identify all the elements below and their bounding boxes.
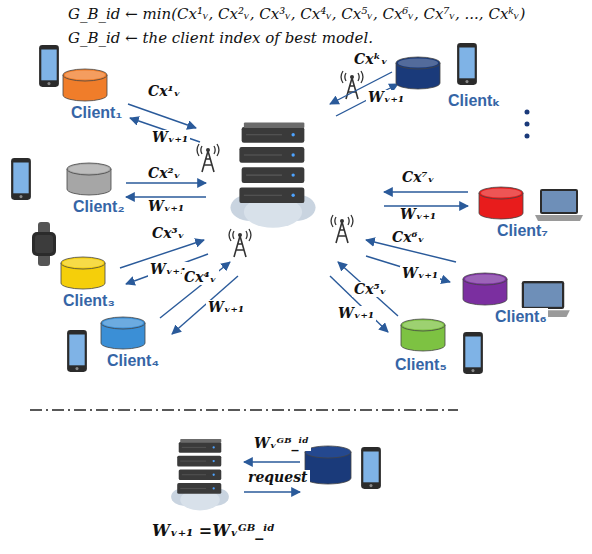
arrow-label: Wᵥ₊₁ <box>336 306 376 321</box>
arrow <box>330 276 388 332</box>
arrow-label: Cx⁷ᵥ <box>400 170 437 185</box>
arrow-label: Cx³ᵥ <box>150 226 187 241</box>
arrow-label: Cx⁵ᵥ <box>352 282 389 297</box>
cylinder-shape <box>60 256 108 290</box>
antenna <box>341 71 363 99</box>
arrow-label: Wᵥ₊₁ <box>150 130 190 145</box>
client-label: Client₅ <box>394 356 448 374</box>
arrow <box>126 196 206 197</box>
database-cylinder: Client₄ <box>100 316 146 350</box>
arrow-label: Wᵥ₊₁ =Wᵥᴳᴮ_ⁱᵈ <box>150 522 277 540</box>
database-cylinder: Client₅ <box>400 318 446 352</box>
phone-icon <box>457 43 477 85</box>
phone-icon <box>463 332 483 374</box>
antenna <box>229 229 251 257</box>
arrow-label: Wᵥᴳᴮ_ⁱᵈ <box>252 436 311 451</box>
separator-line <box>30 409 458 411</box>
cylinder-shape <box>478 186 526 220</box>
arrow-label: Cx⁴ᵥ <box>182 270 219 285</box>
arrow-label: Cx²ᵥ <box>146 166 183 181</box>
client-label: Clientₖ <box>447 92 501 110</box>
formula-text: G_B_id ← min(Cx¹ᵥ, Cx²ᵥ, Cx³ᵥ, Cx⁴ᵥ, Cx⁵… <box>66 6 527 23</box>
laptop-icon <box>535 189 583 221</box>
arrow <box>126 182 206 183</box>
phone-icon <box>67 330 87 372</box>
formula-text: G_B_id ← the client index of best model. <box>66 30 375 47</box>
ellipsis-dots <box>525 110 530 139</box>
database-cylinder: Clientₖ <box>395 56 441 90</box>
antenna <box>197 144 219 172</box>
arrow <box>244 491 300 492</box>
client-label: Client₂ <box>72 198 126 216</box>
server <box>171 439 229 510</box>
client-label: Client₇ <box>496 222 549 240</box>
cylinder-shape <box>462 272 510 306</box>
cylinder-shape <box>395 56 443 90</box>
database-cylinder: Client₆ <box>462 272 508 306</box>
phone-icon <box>39 45 59 87</box>
arrow-label: Cx¹ᵥ <box>146 84 183 99</box>
watch-icon <box>32 222 56 266</box>
arrow <box>128 104 196 128</box>
database-cylinder: Client₇ <box>478 186 524 220</box>
client-label: Client₆ <box>494 308 548 326</box>
arrow <box>366 256 450 282</box>
arrow <box>244 461 300 462</box>
client-label: Client₄ <box>106 352 160 370</box>
phone-icon <box>11 158 31 200</box>
database-cylinder: Client₁ <box>62 68 108 102</box>
arrow <box>384 191 468 192</box>
antenna <box>331 215 353 243</box>
arrow-label: Wᵥ₊₁ <box>146 199 186 214</box>
arrow-label: Cx⁶ᵥ <box>390 230 427 245</box>
cylinder-shape <box>100 316 148 350</box>
database-cylinder: Client₂ <box>66 162 112 196</box>
arrow-label: request <box>246 470 310 485</box>
client-label: Client₁ <box>70 104 123 122</box>
cylinder-shape <box>66 162 114 196</box>
arrow-label: Wᵥ₊₁ <box>400 266 440 281</box>
database-cylinder: Client₃ <box>60 256 106 290</box>
arrow-label: Wᵥ₊₁ <box>206 300 246 315</box>
client-label: Client₃ <box>62 292 116 310</box>
cylinder-shape <box>400 318 448 352</box>
arrow-label: Wᵥ₊₁ <box>366 90 406 105</box>
arrow-label: Wᵥ₊₁ <box>398 207 438 222</box>
arrow-label: Cxᵏᵥ <box>352 52 390 67</box>
server <box>230 122 315 227</box>
phone-icon <box>361 447 381 489</box>
database-icon <box>305 446 351 484</box>
cylinder-shape <box>62 68 110 102</box>
